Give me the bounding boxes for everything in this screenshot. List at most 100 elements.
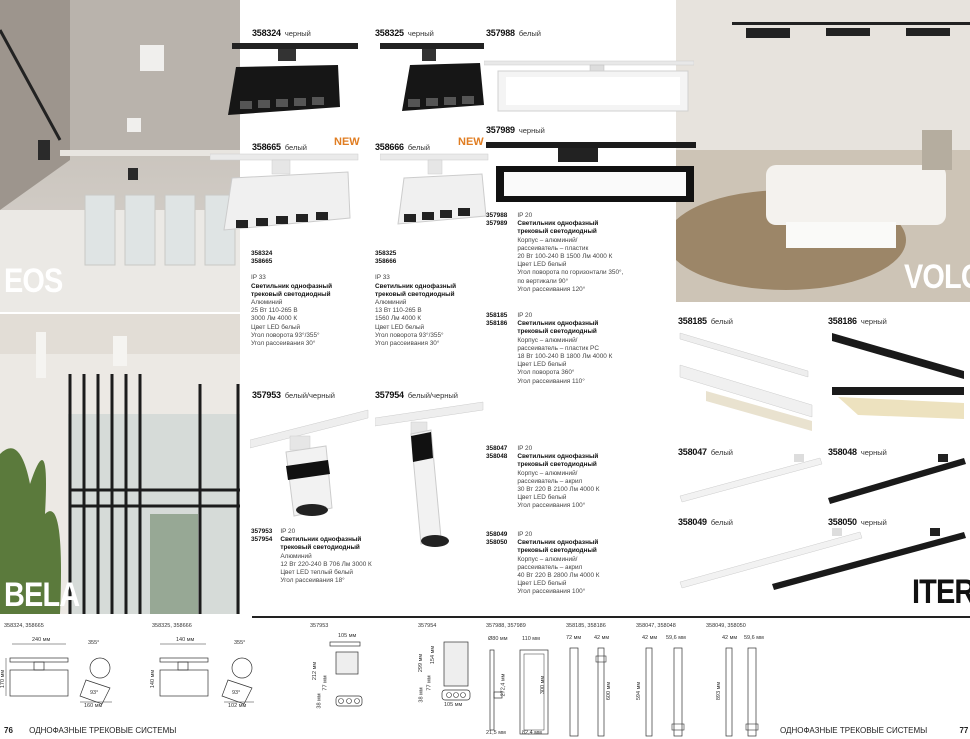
text: 42 мм xyxy=(642,635,658,641)
text: Алюминий xyxy=(280,552,312,560)
text: Цвет LED белый xyxy=(517,261,567,269)
text: 59,6 мм xyxy=(744,635,764,641)
text: Корпус – алюминий/ xyxy=(517,469,578,477)
text: Корпус – алюминий/ xyxy=(517,555,578,563)
product-code: 358050 xyxy=(828,517,857,527)
product-code: 358047 xyxy=(678,447,707,457)
product-code: 358666 xyxy=(375,142,404,152)
product-color: черный xyxy=(407,29,434,38)
section-title: ОДНОФАЗНЫЕ ТРЕКОВЫЕ СИСТЕМЫ xyxy=(29,726,177,735)
bela-photo: BELA xyxy=(0,314,240,614)
spec-358324-358665: 358324 358665 IP 33 Светильник однофазны… xyxy=(251,250,371,348)
text: Цвет LED теплый белый xyxy=(280,569,353,577)
text: трековый светодиодный xyxy=(517,547,597,555)
spec-code: 358665 xyxy=(251,258,273,266)
ip-rating: IP 20 xyxy=(517,212,533,219)
product-color: белый/черный xyxy=(284,391,335,400)
text: 21,5 мм xyxy=(486,730,506,736)
text: Угол рассеивания 100° xyxy=(517,502,586,510)
ip-rating: IP 20 xyxy=(517,531,533,538)
text: трековый светодиодный xyxy=(517,228,597,236)
text: 40 Вт 220 В 2800 Лм 4000 К xyxy=(517,572,600,580)
spec-code: 358324 xyxy=(251,250,273,257)
bela-interior-illustration xyxy=(0,314,240,614)
text: рассеиватель – пластик PC xyxy=(517,344,599,352)
text: 38 мм xyxy=(316,693,323,709)
text: 110 мм xyxy=(522,636,540,642)
drawing-358185: 72 мм 42 мм 600 мм xyxy=(564,632,634,738)
ip-rating: IP 33 xyxy=(251,274,266,282)
text: 77 мм xyxy=(426,675,433,691)
text: 358186 xyxy=(486,320,508,328)
ip-rating: IP 20 xyxy=(517,445,533,452)
text: 160 мм xyxy=(84,703,103,709)
drawing-357954: 299 мм 154 мм 77 мм 38 мм 105 мм xyxy=(412,632,492,712)
text: трековый светодиодный xyxy=(517,328,597,336)
ip-rating: IP 20 xyxy=(280,528,296,535)
drawing-358324: 240 мм 170 мм 355° 93° 160 мм xyxy=(0,632,140,712)
text: трековый светодиодный xyxy=(251,290,331,298)
text: 355° xyxy=(88,640,100,646)
text: трековый светодиодный xyxy=(517,461,597,469)
product-color: белый xyxy=(710,518,733,527)
product-code: 357953 xyxy=(252,390,281,400)
text: 140 мм xyxy=(150,669,157,689)
product-code: 358324 xyxy=(252,28,281,38)
luminaire-358665-image xyxy=(210,153,359,231)
product-code: 357989 xyxy=(486,125,515,135)
eos-label: EOS xyxy=(4,262,63,300)
text: Светильник однофазный xyxy=(517,220,599,228)
drawing-358047: 42 мм 59,6 мм 594 мм xyxy=(636,632,706,738)
product-color: черный xyxy=(284,29,311,38)
text: 82,4 мм xyxy=(522,730,542,736)
ip-rating: IP 33 xyxy=(375,274,390,282)
text: 93° xyxy=(90,690,99,696)
product-code: 358186 xyxy=(828,316,857,326)
text: 357953 xyxy=(251,528,273,535)
text: Цвет LED белый xyxy=(375,323,425,331)
drawing-label: 357954 xyxy=(418,623,437,629)
text: Угол рассеивания 30° xyxy=(375,340,440,348)
text: 358047 xyxy=(486,445,508,452)
luminaire-357954-image xyxy=(375,401,484,547)
drawing-label: 358047, 358048 xyxy=(636,623,676,629)
eos-photo: EOS xyxy=(0,0,240,312)
section-title: ОДНОФАЗНЫЕ ТРЕКОВЫЕ СИСТЕМЫ xyxy=(780,726,928,735)
text: 600 мм xyxy=(606,681,613,701)
new-badge: NEW xyxy=(458,136,484,148)
page-number: 76 xyxy=(4,726,13,735)
product-color: черный xyxy=(860,448,887,457)
product-code: 358048 xyxy=(828,447,857,457)
text: 240 мм xyxy=(32,637,51,643)
text: 25 Вт 110-265 В xyxy=(251,307,298,315)
text: 300 мм xyxy=(540,675,547,695)
text: 355° xyxy=(234,640,246,646)
luminaire-357988-image xyxy=(484,60,694,112)
product-code: 357988 xyxy=(486,28,515,38)
text: Угол поворота 360° xyxy=(517,369,575,377)
text: 20 Вт 100-240 В 1500 Лм 4000 К xyxy=(517,253,613,261)
text: 30 Вт 220 В 2100 Лм 4000 К xyxy=(517,486,600,494)
text: Цвет LED белый xyxy=(517,494,567,502)
text: Угол рассеивания 110° xyxy=(517,377,585,385)
volo-label: VOLO xyxy=(904,258,970,296)
text: 357989 xyxy=(486,220,508,228)
product-color: белый xyxy=(407,143,430,152)
product-color: белый xyxy=(518,29,541,38)
text: рассеиватель – акрил xyxy=(517,477,583,485)
text: Корпус – алюминий/ xyxy=(517,336,578,344)
text: Угол рассеивания 120° xyxy=(517,285,586,293)
text: Цвет LED белый xyxy=(517,580,567,588)
text: 42 мм xyxy=(594,635,610,641)
text: 299 мм xyxy=(418,653,425,673)
